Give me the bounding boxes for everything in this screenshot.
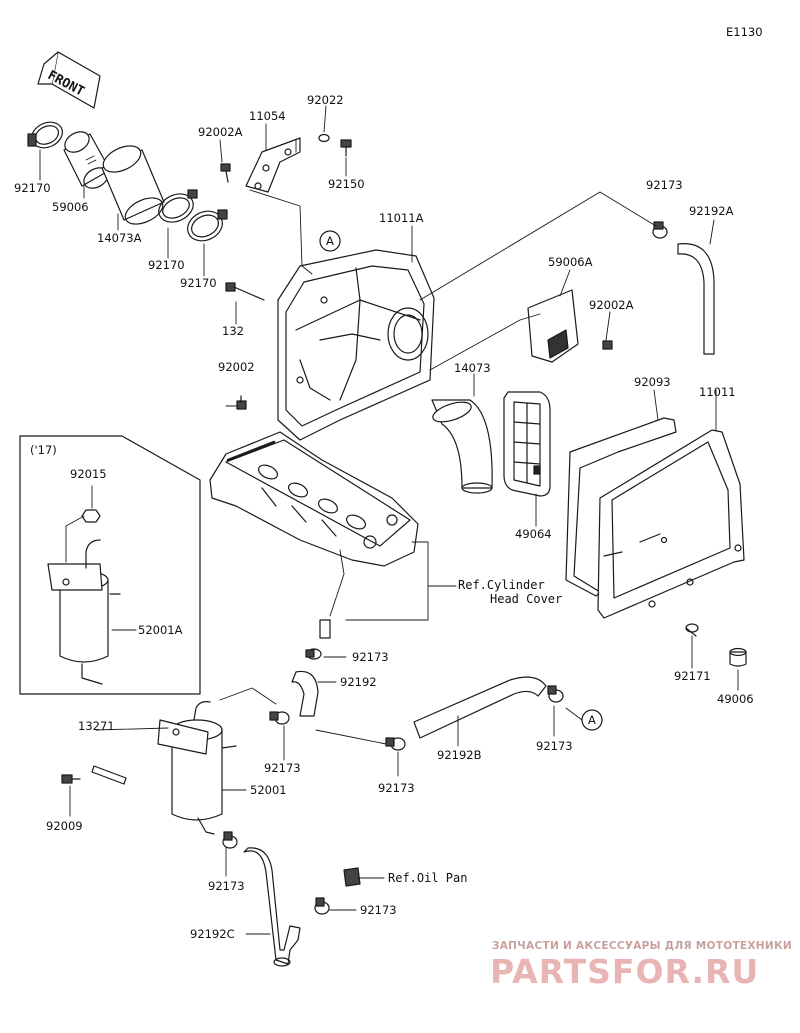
part-label-92170-b: 92170 xyxy=(148,258,185,272)
part-label-92170-c: 92170 xyxy=(180,276,217,290)
clamp-92173-d-icon xyxy=(385,737,406,751)
part-label-11054: 11054 xyxy=(249,109,286,123)
diagram-code: E1130 xyxy=(726,25,763,39)
clamp-92173-e-icon xyxy=(547,685,564,703)
part-label-92150: 92150 xyxy=(328,177,365,191)
hose-92192-icon xyxy=(291,670,319,717)
part-label-52001: 52001 xyxy=(250,783,287,797)
ref-cylinder-head-line2: Head Cover xyxy=(490,592,563,606)
canister-52001A-icon xyxy=(47,539,121,685)
part-label-92171: 92171 xyxy=(674,669,711,683)
part-label-92173-d: 92173 xyxy=(378,781,415,795)
washer-92022-icon xyxy=(318,133,330,143)
part-label-92093: 92093 xyxy=(634,375,671,389)
clamp-92170-icon xyxy=(27,121,63,149)
part-label-49006: 49006 xyxy=(717,692,754,706)
bolt-92002-icon xyxy=(236,395,247,410)
clip-92171-icon xyxy=(685,623,699,637)
clamp-92173-f-icon xyxy=(222,831,238,849)
cylinder-head-cover-icon xyxy=(209,431,419,567)
clamp-92170-b-icon xyxy=(158,189,198,223)
part-label-92173-f: 92173 xyxy=(208,879,245,893)
element-59006-icon xyxy=(63,131,111,189)
clamp-92173-c-icon xyxy=(269,711,290,725)
circle-a-marker-top xyxy=(319,230,341,252)
part-label-92002: 92002 xyxy=(218,360,255,374)
ref-oil-pan: Ref.Oil Pan xyxy=(388,871,468,885)
watermark-logo: PARTSFOR.RU xyxy=(490,952,760,991)
part-label-11011: 11011 xyxy=(699,385,736,399)
watermark-tagline: ЗАПЧАСТИ И АКСЕССУАРЫ ДЛЯ МОТОТЕХНИКИ xyxy=(492,940,792,952)
strap-13271-icon xyxy=(91,765,127,785)
part-label-132: 132 xyxy=(222,324,244,338)
clamp-92173-a-icon xyxy=(652,221,668,239)
inset-label: ('17) xyxy=(30,443,57,457)
duct-14073A-icon xyxy=(101,145,165,225)
part-label-14073A: 14073A xyxy=(97,231,142,245)
part-label-92170-a: 92170 xyxy=(14,181,51,195)
gasket-92093-icon xyxy=(565,417,677,597)
circle-a-label-bottom: A xyxy=(588,713,596,727)
part-label-92173-a: 92173 xyxy=(646,178,683,192)
bolt-92150-icon xyxy=(340,139,352,157)
fitting-oil-pan-icon xyxy=(314,867,361,915)
hose-92192B-icon xyxy=(413,676,547,739)
inset-box-17 xyxy=(19,435,201,695)
part-label-92002A-b: 92002A xyxy=(589,298,634,312)
canister-52001-icon xyxy=(157,701,237,835)
part-label-59006: 59006 xyxy=(52,200,89,214)
part-label-92173-g: 92173 xyxy=(360,903,397,917)
leader-lines xyxy=(39,105,739,935)
part-label-11011A: 11011A xyxy=(379,211,424,225)
circle-a-label-top: A xyxy=(326,234,334,248)
part-label-92192: 92192 xyxy=(340,675,377,689)
nut-92015-icon xyxy=(81,509,101,523)
part-label-92192C: 92192C xyxy=(190,927,235,941)
part-label-14073: 14073 xyxy=(454,361,491,375)
part-label-52001A: 52001A xyxy=(138,623,183,637)
grid-filter-49064-icon xyxy=(503,391,551,497)
part-label-92002A-a: 92002A xyxy=(198,125,243,139)
air-box-cover-11011-icon xyxy=(597,429,745,619)
part-label-92173-e: 92173 xyxy=(536,739,573,753)
ref-cylinder-head-line1: Ref.Cylinder xyxy=(458,578,545,592)
hose-92192C-icon xyxy=(243,847,301,967)
part-label-92009: 92009 xyxy=(46,819,83,833)
bolt-92002A-icon xyxy=(220,163,231,183)
bolt-92002A-b-icon xyxy=(602,340,613,350)
part-label-92173-b: 92173 xyxy=(352,650,389,664)
elbow-14073-icon xyxy=(431,399,493,494)
element-59006A-icon xyxy=(527,289,579,363)
bracket-11054-icon xyxy=(245,137,301,193)
part-label-92173-c: 92173 xyxy=(264,761,301,775)
damper-49006-icon xyxy=(729,647,747,667)
fitting-92173-b-icon xyxy=(305,619,331,660)
part-label-92192A: 92192A xyxy=(689,204,734,218)
part-label-92015: 92015 xyxy=(70,467,107,481)
clamp-92170-c-icon xyxy=(187,209,228,242)
stud-132-icon xyxy=(225,282,265,301)
part-label-13271: 13271 xyxy=(78,719,115,733)
front-arrow-icon xyxy=(37,51,101,109)
part-label-49064: 49064 xyxy=(515,527,552,541)
part-label-92022: 92022 xyxy=(307,93,344,107)
hose-92192A-icon xyxy=(677,243,715,355)
part-label-92192B: 92192B xyxy=(437,748,482,762)
part-label-59006A: 59006A xyxy=(548,255,593,269)
screw-92009-icon xyxy=(61,774,81,784)
air-box-11011A-icon xyxy=(277,249,435,441)
